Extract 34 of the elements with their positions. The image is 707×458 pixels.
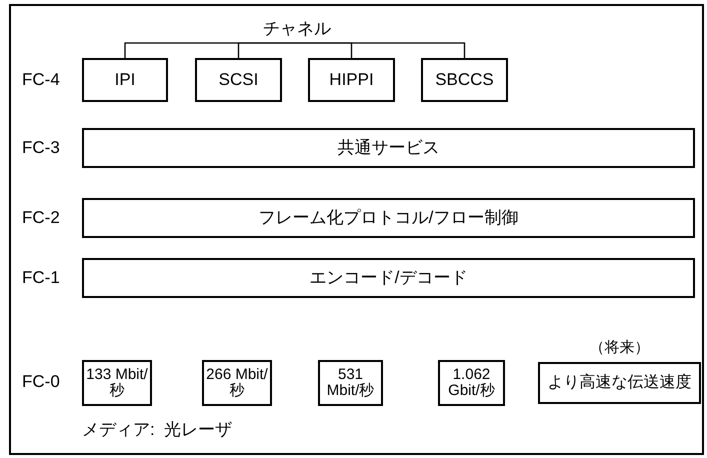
connector-line: [238, 42, 297, 58]
rate-box: [438, 360, 505, 406]
box-text: 1.062 Gbit/秒: [447, 367, 496, 399]
heading-text: チャネル: [263, 20, 331, 38]
box-text: 266 Mbit/秒: [205, 367, 269, 399]
layer-box: [195, 58, 282, 102]
layer-bar: [82, 258, 695, 298]
box-text: IPI: [114, 71, 136, 89]
layer-label: FC-2: [22, 208, 60, 228]
box-text: フレーム化プロトコル/フロー制御: [258, 209, 518, 227]
box-text: 133 Mbit/秒: [85, 367, 149, 399]
layer-bar: [82, 198, 695, 238]
layer-box: [308, 58, 395, 102]
box-text: HIPPI: [329, 71, 374, 89]
connector-line: [297, 42, 466, 58]
box-text: SCSI: [218, 71, 258, 89]
box-text: 531 Mbit/秒: [326, 367, 376, 399]
layer-bar: [82, 128, 695, 168]
note-text: メディア: 光レーザ: [82, 419, 232, 441]
layer-label: FC-0: [22, 372, 60, 392]
layer-box: [82, 58, 168, 102]
rate-box: [82, 360, 152, 406]
rate-box: [538, 362, 701, 404]
note-text: （将来）: [590, 338, 650, 357]
box-text: SBCCS: [435, 71, 494, 89]
layer-label: FC-3: [22, 138, 60, 158]
rate-box: [202, 360, 272, 406]
layer-box: [421, 58, 508, 102]
box-text: 共通サービス: [338, 139, 440, 157]
box-text: エンコード/デコード: [310, 269, 468, 287]
layer-label: FC-4: [22, 70, 60, 90]
rate-box: [318, 360, 383, 406]
layer-label: FC-1: [22, 268, 60, 288]
box-text: より高速な伝送速度: [548, 374, 692, 392]
